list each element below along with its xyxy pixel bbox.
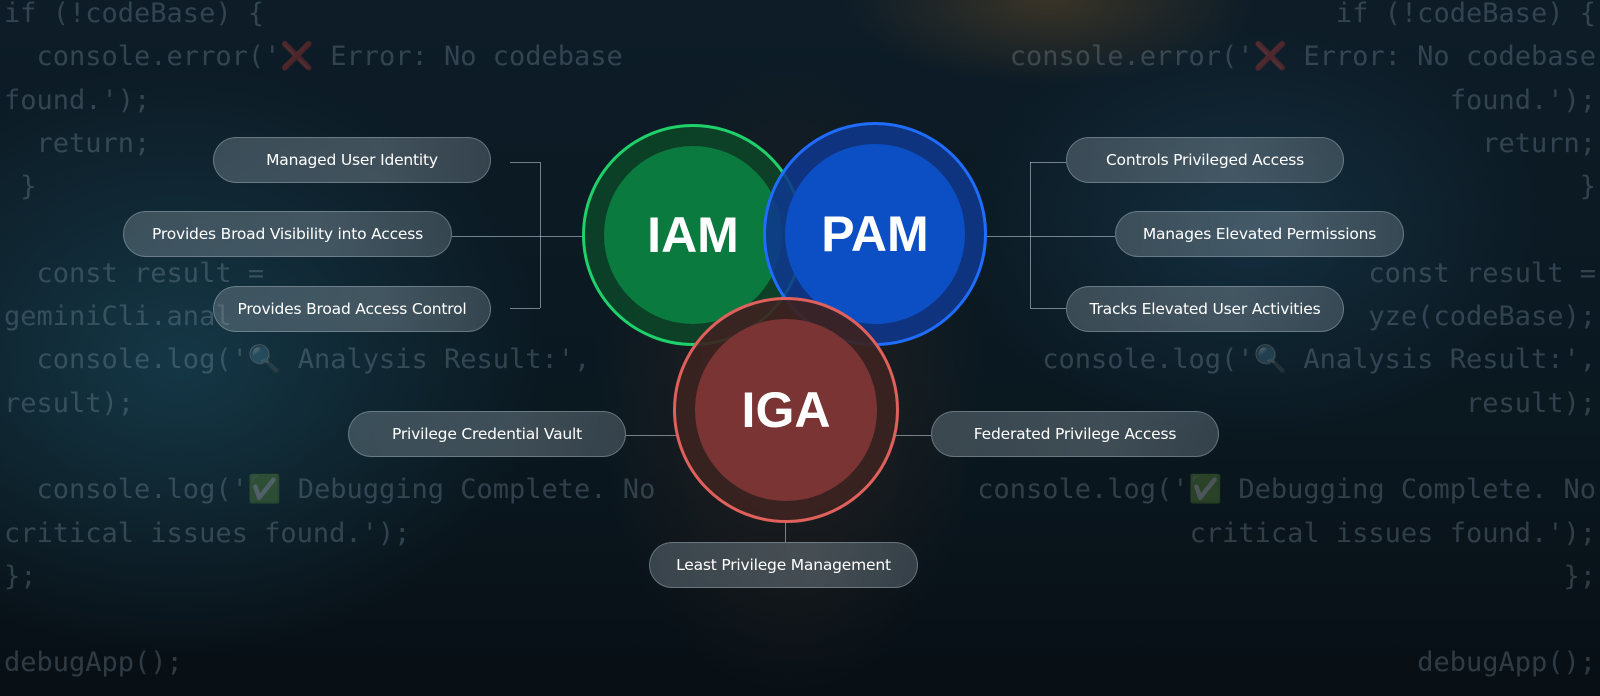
iam-feature-broad-visibility: Provides Broad Visibility into Access <box>123 211 452 257</box>
pam-connector <box>985 236 1115 237</box>
iga-label: IGA <box>695 319 877 501</box>
iga-circle: IGA <box>673 297 899 523</box>
background-code-right: if (!codeBase) { console.error('❌ Error: … <box>977 0 1596 685</box>
iam-bracket-top <box>510 162 540 163</box>
code-line: const result = <box>1368 257 1596 289</box>
code-line: }; <box>1563 560 1596 592</box>
code-line: const result = <box>4 257 265 289</box>
code-line: console.log('🔍 Analysis Result:', <box>1042 344 1596 376</box>
iam-feature-managed-user-identity: Managed User Identity <box>213 137 491 183</box>
pam-label: PAM <box>785 144 965 324</box>
code-line: if (!codeBase) { <box>4 0 265 29</box>
iam-label: IAM <box>604 146 782 324</box>
code-line: yze(codeBase); <box>1368 301 1596 333</box>
code-line: result); <box>4 387 135 419</box>
pam-feature-tracks-activities: Tracks Elevated User Activities <box>1066 286 1344 332</box>
pam-feature-elevated-permissions: Manages Elevated Permissions <box>1115 211 1404 257</box>
pam-bracket-bottom <box>1030 308 1066 309</box>
code-line: found.'); <box>4 84 151 116</box>
code-line: } <box>4 171 37 203</box>
code-line: if (!codeBase) { <box>1335 0 1596 29</box>
code-line: critical issues found.'); <box>1189 517 1596 549</box>
code-line: debugApp(); <box>1417 647 1596 679</box>
code-line: geminiCli.anal <box>4 301 232 333</box>
background-code-left: if (!codeBase) { console.error('❌ Error:… <box>4 0 655 685</box>
code-line: return; <box>1482 127 1596 159</box>
code-line: console.log('✅ Debugging Complete. No <box>977 474 1596 506</box>
code-line: debugApp(); <box>4 647 183 679</box>
iam-bracket-bottom <box>510 308 540 309</box>
code-line: return; <box>4 127 151 159</box>
iga-feature-credential-vault: Privilege Credential Vault <box>348 411 626 457</box>
iga-connector-bottom <box>785 520 786 542</box>
iga-feature-least-privilege: Least Privilege Management <box>649 542 918 588</box>
code-line <box>977 598 1596 641</box>
code-line <box>4 598 655 641</box>
code-line: console.log('🔍 Analysis Result:', <box>4 344 591 376</box>
pam-bracket-vertical <box>1030 162 1031 308</box>
code-line: console.error('❌ Error: No codebase <box>4 41 623 73</box>
iga-connector-right <box>895 435 931 436</box>
pam-feature-controls-privileged-access: Controls Privileged Access <box>1066 137 1344 183</box>
iga-feature-federated-access: Federated Privilege Access <box>931 411 1219 457</box>
iam-connector <box>452 236 584 237</box>
iam-bracket-vertical <box>540 162 541 308</box>
code-line: } <box>1579 171 1596 203</box>
code-line: result); <box>1465 387 1596 419</box>
code-line: console.error('❌ Error: No codebase <box>1009 41 1596 73</box>
iam-feature-broad-access-control: Provides Broad Access Control <box>213 286 491 332</box>
code-line: }; <box>4 560 37 592</box>
pam-bracket-top <box>1030 162 1066 163</box>
code-line: critical issues found.'); <box>4 517 411 549</box>
iga-connector-left <box>626 435 676 436</box>
code-line: console.log('✅ Debugging Complete. No <box>4 474 656 506</box>
code-line: found.'); <box>1449 84 1596 116</box>
